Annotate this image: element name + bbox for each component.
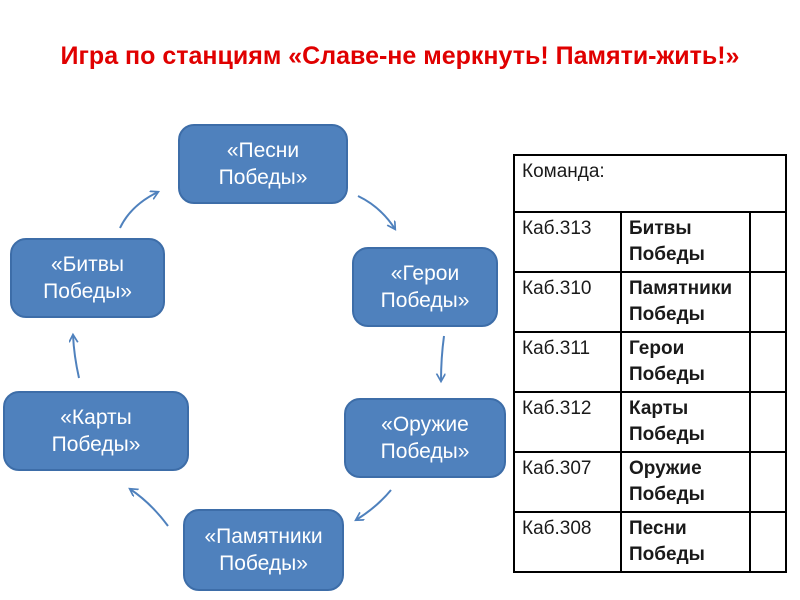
arrow-oruzhie-to-pamyatniki-icon	[356, 489, 392, 520]
cycle-node-label: «Герои	[390, 261, 460, 285]
cycle-node-label: Победы»	[43, 280, 132, 303]
team-header-cell: Команда:	[512, 154, 788, 213]
cycle-node-oruzhie-pobedy: «Оружие Победы»	[344, 398, 506, 478]
score-cell	[748, 331, 788, 393]
cycle-node-label: «Памятники	[204, 524, 323, 548]
arrow-pamyatniki-to-karty-icon	[130, 489, 169, 527]
score-cell	[748, 391, 788, 453]
score-cell	[748, 511, 788, 573]
team-score-table: Команда: Каб.313 Битвы Победы Каб.310 Па…	[512, 154, 788, 573]
cycle-node-label: «Битвы	[50, 252, 125, 276]
score-cell	[748, 271, 788, 333]
station-cell: Памятники Победы	[620, 271, 751, 333]
table-row: Каб.307 Оружие Победы	[513, 451, 788, 513]
page-title: Игра по станциям «Славе-не меркнуть! Пам…	[60, 42, 740, 70]
arrow-bitvy-to-pesni-icon	[119, 192, 158, 229]
room-cell: Каб.313	[513, 211, 622, 273]
score-cell	[748, 211, 788, 273]
table-row: Каб.311 Герои Победы	[513, 331, 788, 393]
station-cell: Герои Победы	[620, 331, 751, 393]
score-cell	[748, 451, 788, 513]
arrow-pesni-to-geroi-icon	[357, 195, 395, 229]
table-row: Каб.312 Карты Победы	[513, 391, 788, 453]
station-cell: Песни Победы	[620, 511, 751, 573]
table-row: Каб.308 Песни Победы	[513, 511, 788, 573]
room-cell: Каб.307	[513, 451, 622, 513]
cycle-node-pamyatniki-pobedy: «Памятники Победы»	[183, 509, 344, 591]
arrow-geroi-to-oruzhie-icon	[441, 335, 444, 381]
cycle-node-label: Победы»	[380, 440, 470, 463]
arrow-karty-to-bitvy-icon	[73, 335, 80, 379]
cycle-node-geroi-pobedy: «Герои Победы»	[352, 247, 498, 327]
station-cell: Битвы Победы	[620, 211, 751, 273]
cycle-node-label: «Песни	[226, 138, 300, 162]
cycle-node-bitvy-pobedy: «Битвы Победы»	[10, 238, 165, 318]
station-cell: Карты Победы	[620, 391, 751, 453]
room-cell: Каб.308	[513, 511, 622, 573]
cycle-node-label: «Оружие	[381, 412, 469, 436]
cycle-node-label: «Карты	[60, 405, 132, 429]
station-cell: Оружие Победы	[620, 451, 751, 513]
room-cell: Каб.312	[513, 391, 622, 453]
cycle-node-label: Победы»	[219, 552, 308, 575]
room-cell: Каб.311	[513, 331, 622, 393]
table-row: Каб.310 Памятники Победы	[513, 271, 788, 333]
room-cell: Каб.310	[513, 271, 622, 333]
cycle-node-label: Победы»	[218, 166, 308, 189]
table-row: Каб.313 Битвы Победы	[513, 211, 788, 273]
cycle-node-pesni-pobedy: «Песни Победы»	[178, 124, 348, 204]
table-header-row: Команда:	[512, 154, 788, 213]
cycle-node-label: Победы»	[380, 289, 470, 312]
cycle-node-label: Победы»	[51, 433, 141, 456]
cycle-node-karty-pobedy: «Карты Победы»	[3, 391, 189, 471]
